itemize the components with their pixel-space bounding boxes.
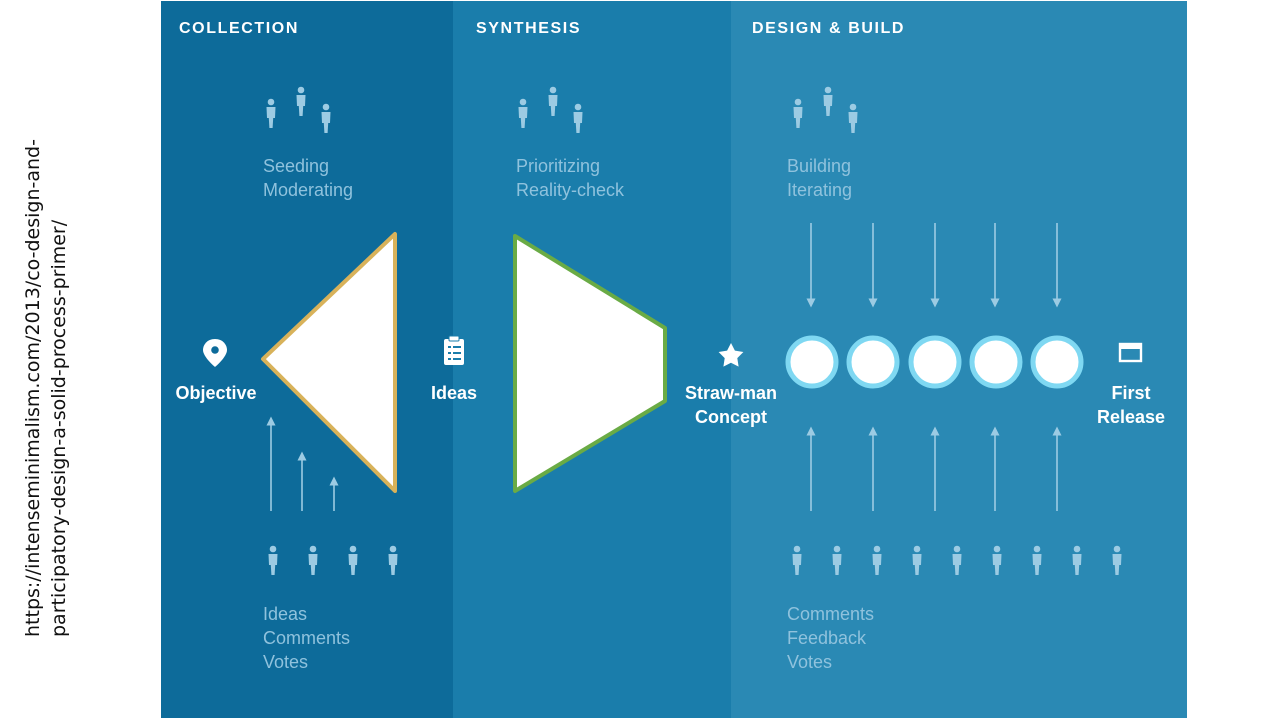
- co-design-process-diagram: COLLECTION SYNTHESIS DESIGN & BUILD: [161, 1, 1187, 718]
- input-label: Votes: [787, 652, 833, 672]
- iteration-circle: [1030, 335, 1084, 389]
- strawman-concept-label: Straw-man Concept: [671, 381, 791, 429]
- role-label: Moderating: [263, 180, 354, 200]
- milestone-line: Concept: [695, 407, 767, 427]
- iteration-circle: [785, 335, 839, 389]
- collection-title: COLLECTION: [179, 20, 299, 37]
- source-url-line-2: participatory-design-a-solid-process-pri…: [48, 219, 70, 637]
- collection-funnel: [261, 232, 397, 493]
- diagram-graphics: [203, 86, 1143, 575]
- star-icon: [718, 343, 744, 367]
- synthesis-team-icon: [518, 86, 583, 133]
- design-build-title: DESIGN & BUILD: [752, 20, 906, 37]
- collection-input-arrows: [266, 416, 339, 511]
- source-url: https://intenseminimalism.com/2013/co-de…: [20, 77, 80, 637]
- map-pin-icon: [203, 339, 227, 367]
- collection-inputs: Ideas Comments Votes: [263, 602, 350, 674]
- iteration-circle: [969, 335, 1023, 389]
- input-label: Votes: [263, 652, 309, 672]
- ideas-label: Ideas: [414, 381, 494, 405]
- synthesis-roles: Prioritizing Reality-check: [516, 154, 624, 202]
- milestone-line: Release: [1096, 407, 1166, 427]
- collection-contributors-icon: [268, 545, 398, 575]
- objective-label: Objective: [161, 381, 271, 405]
- milestone-line: Objective: [175, 383, 257, 403]
- iteration-circles: [785, 335, 1084, 389]
- input-label: Comments: [787, 604, 875, 624]
- first-release-label: First Release: [1086, 381, 1176, 429]
- role-label: Reality-check: [516, 180, 625, 200]
- design-build-inputs: Comments Feedback Votes: [787, 602, 874, 674]
- role-label: Iterating: [787, 180, 853, 200]
- design-build-roles: Building Iterating: [787, 154, 852, 202]
- role-label: Seeding: [263, 156, 330, 176]
- design-contributors-icon: [792, 545, 1122, 575]
- role-label: Prioritizing: [516, 156, 601, 176]
- milestone-line: Straw-man: [684, 383, 778, 403]
- iteration-circle: [846, 335, 900, 389]
- synthesis-title: SYNTHESIS: [476, 20, 582, 37]
- collection-roles: Seeding Moderating: [263, 154, 353, 202]
- collection-moderators-icon: [266, 86, 331, 133]
- source-url-line-1: https://intenseminimalism.com/2013/co-de…: [22, 139, 44, 637]
- input-label: Ideas: [263, 604, 308, 624]
- input-label: Feedback: [787, 628, 867, 648]
- milestone-line: First: [1111, 383, 1151, 403]
- milestone-line: Ideas: [430, 383, 478, 403]
- clipboard-icon: [444, 335, 464, 365]
- iteration-circle: [908, 335, 962, 389]
- synthesis-funnel: [513, 234, 667, 493]
- feedback-arrows: [806, 426, 1062, 511]
- role-label: Building: [787, 156, 852, 176]
- window-icon: [1118, 342, 1143, 363]
- input-label: Comments: [263, 628, 351, 648]
- build-arrows: [806, 223, 1062, 308]
- design-builders-icon: [793, 86, 858, 133]
